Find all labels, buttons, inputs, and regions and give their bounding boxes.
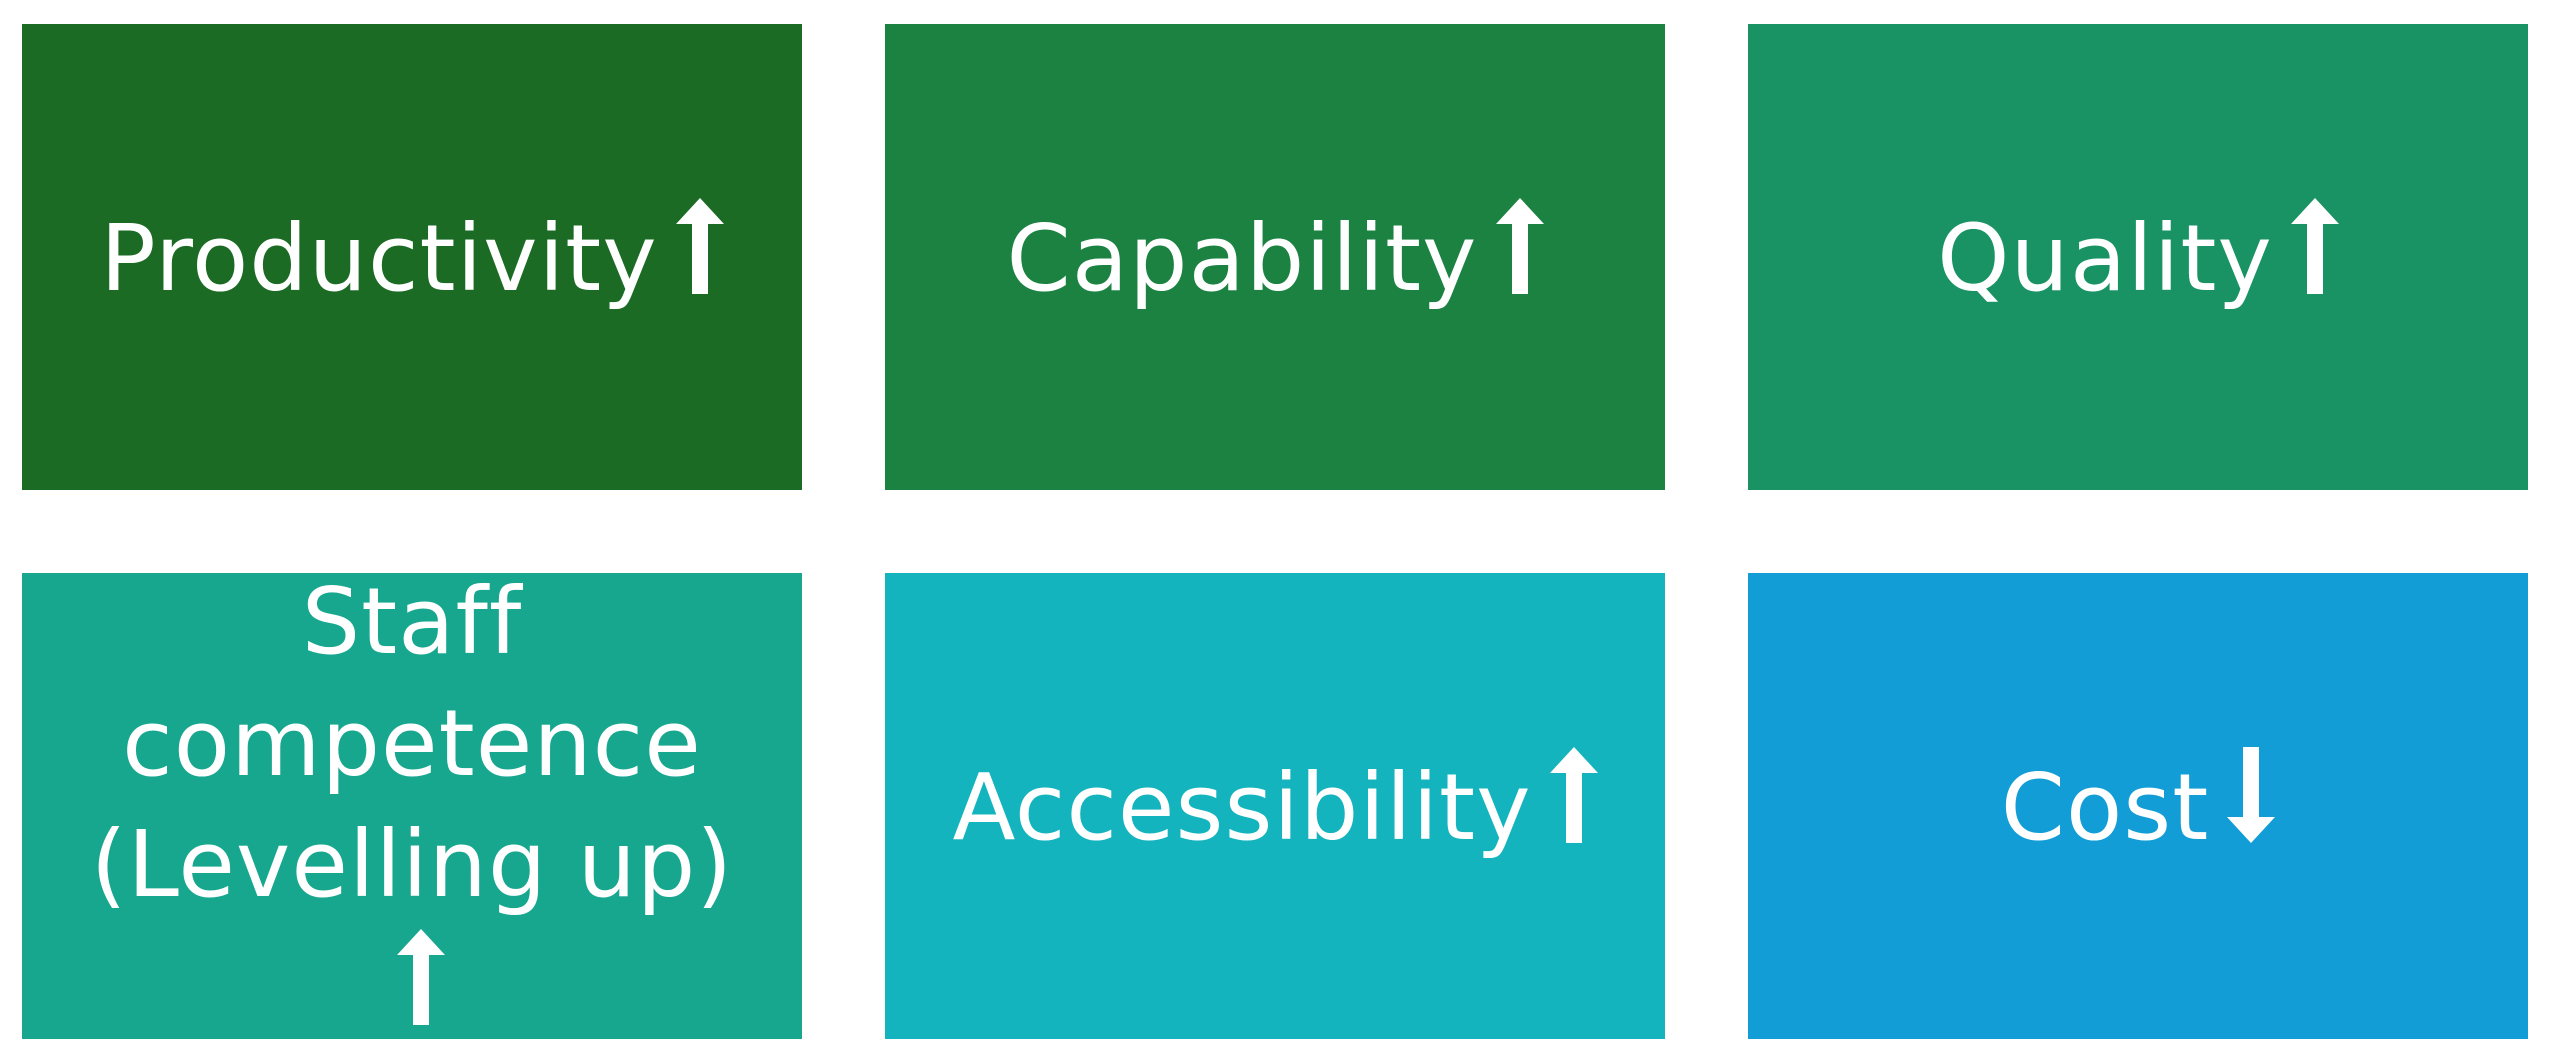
arrow-up-icon: [397, 929, 445, 1026]
tile-label-wrap: Capability: [983, 194, 1568, 320]
tile-capability: Capability: [885, 24, 1665, 490]
arrow-up-icon: [675, 197, 724, 294]
tile-cost: Cost: [1748, 573, 2528, 1039]
tile-label-wrap: Cost: [1977, 743, 2300, 869]
tile-label-wrap: Staff competence (Levelling up): [38, 561, 786, 1051]
tile-label-wrap: Quality: [1913, 194, 2363, 320]
tile-label-wrap: Accessibility: [928, 743, 1621, 869]
tile-productivity: Productivity: [22, 24, 802, 490]
tile-label-quality: Quality: [1937, 204, 2273, 312]
tile-quality: Quality: [1748, 24, 2528, 490]
arrow-up-icon: [1549, 746, 1598, 843]
tile-label-staff-competence: Staff competence (Levelling up): [90, 568, 734, 918]
tile-label-productivity: Productivity: [100, 204, 658, 312]
arrow-up-icon: [1495, 197, 1544, 294]
tile-label-cost: Cost: [2000, 753, 2210, 861]
tile-label-capability: Capability: [1006, 204, 1478, 312]
tile-accessibility: Accessibility: [885, 573, 1665, 1039]
arrow-up-icon: [2290, 197, 2339, 294]
tile-label-accessibility: Accessibility: [952, 753, 1532, 861]
arrow-down-icon: [2227, 746, 2276, 843]
tile-label-wrap: Productivity: [76, 194, 747, 320]
tile-staff-competence: Staff competence (Levelling up): [22, 568, 802, 1039]
